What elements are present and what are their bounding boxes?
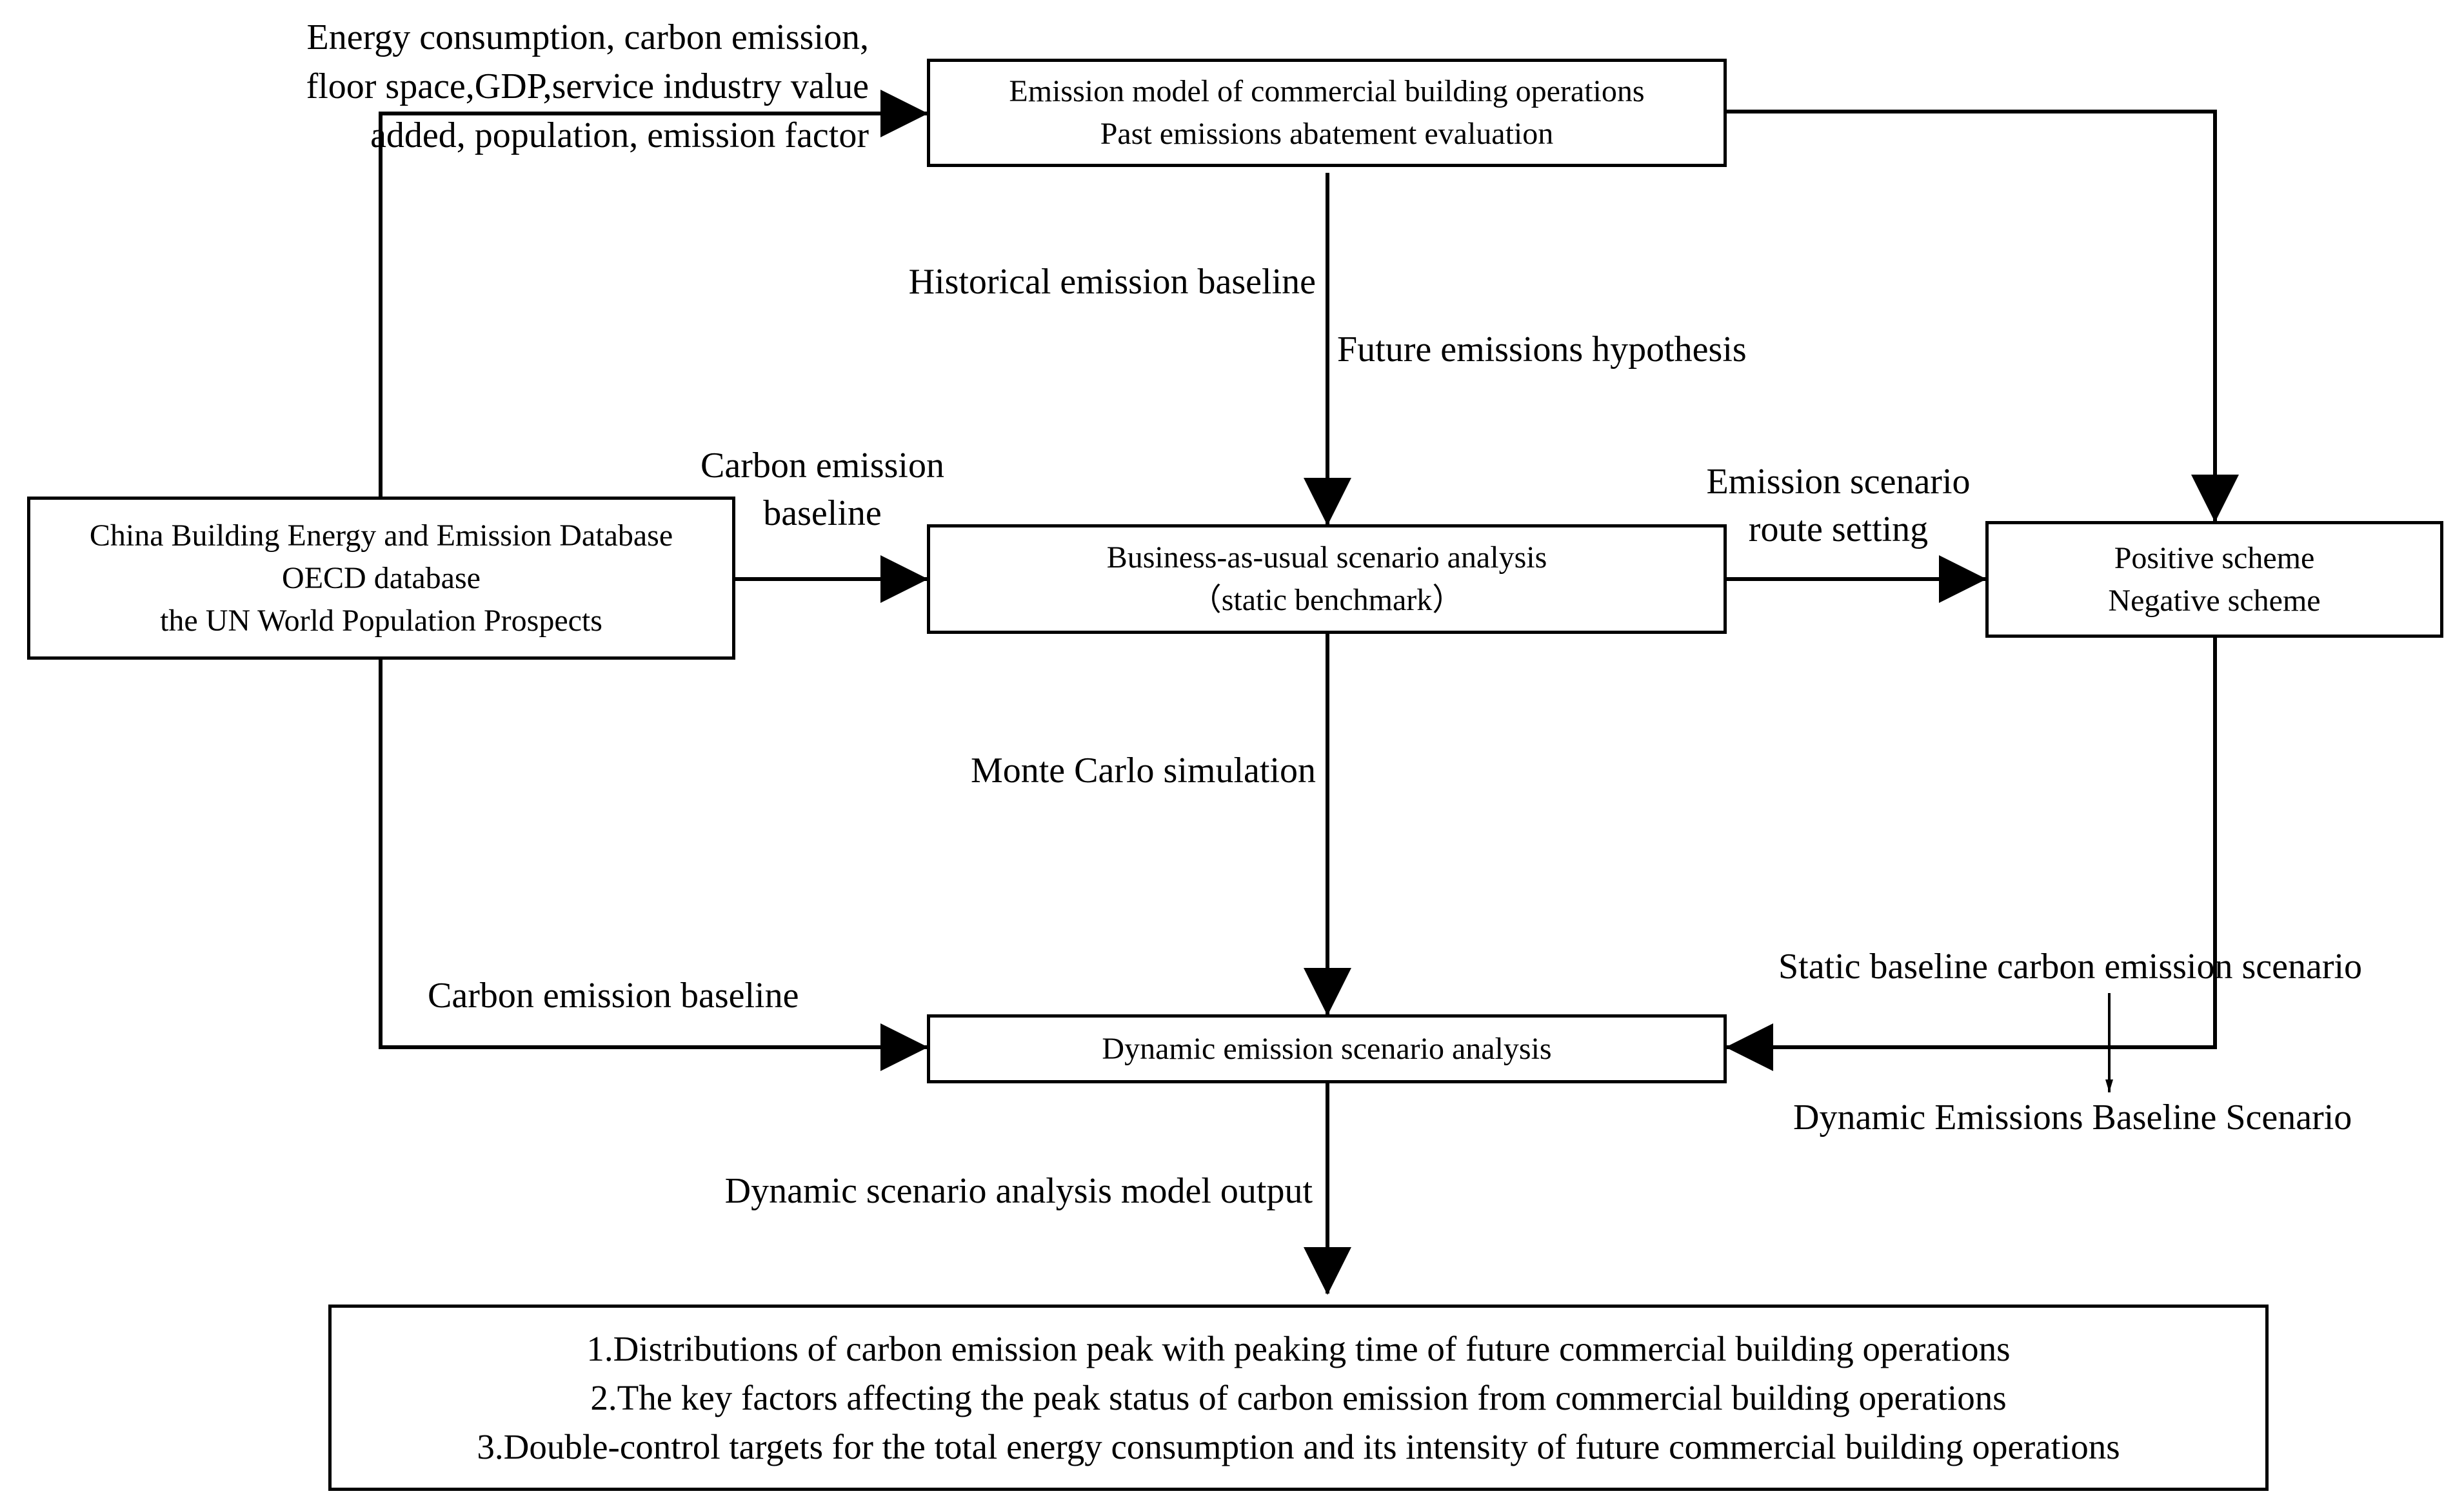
dynamic-box-label: Dynamic emission scenario analysis [1102,1031,1552,1066]
output-results-box: 1.Distributions of carbon emission peak … [328,1305,2269,1491]
dynamic-scenario-box: Dynamic emission scenario analysis [927,1014,1727,1083]
bau-line-2: （static benchmark） [1190,583,1464,617]
output-line-2: 2.The key factors affecting the peak sta… [590,1377,2007,1417]
positive-scheme-label: Positive scheme [2114,540,2315,575]
schemes-box: Positive scheme Negative scheme [1985,521,2443,638]
bau-scenario-box: Business-as-usual scenario analysis （sta… [927,524,1727,634]
bau-line-1: Business-as-usual scenario analysis [1106,540,1547,575]
arrow-schemes-to-dynamic [1725,638,2217,1071]
model-output-label: Dynamic scenario analysis model output [724,1171,1313,1211]
arrow-database-to-emission-model [379,90,928,497]
output-line-3: 3.Double-control targets for the total e… [477,1426,2120,1466]
input-data-label: Energy consumption, carbon emission, flo… [306,13,869,160]
negative-scheme-label: Negative scheme [2108,583,2321,618]
database-box: China Building Energy and Emission Datab… [27,497,735,660]
database-line-1: China Building Energy and Emission Datab… [89,518,673,553]
future-hypothesis-label: Future emissions hypothesis [1337,330,1747,369]
arrow-emission-model-to-schemes [1727,110,2239,522]
arrow-database-to-dynamic [379,660,928,1071]
input-data-line-1: Energy consumption, carbon emission, [306,17,869,57]
carbon-baseline-lower-label: Carbon emission baseline [428,976,799,1016]
route-setting-line-2: route setting [1748,509,1929,549]
emission-model-line-2: Past emissions abatement evaluation [1100,117,1554,151]
input-data-line-2: floor space,GDP,service industry value [306,66,869,106]
database-line-3: the UN World Population Prospects [160,603,602,638]
monte-carlo-label: Monte Carlo simulation [970,751,1316,791]
static-baseline-label: Static baseline carbon emission scenario [1778,947,2363,987]
carbon-baseline-middle-label: Carbon emission baseline [684,442,961,537]
route-setting-label: Emission scenario route setting [1690,458,1987,553]
route-setting-line-1: Emission scenario [1706,462,1971,502]
database-line-2: OECD database [282,560,481,595]
dynamic-baseline-label: Dynamic Emissions Baseline Scenario [1793,1098,2352,1138]
emission-model-box: Emission model of commercial building op… [927,59,1727,167]
output-line-1: 1.Distributions of carbon emission peak … [586,1328,2011,1368]
emission-model-line-1: Emission model of commercial building op… [1009,74,1645,108]
carbon-baseline-middle-line-2: baseline [763,493,882,533]
carbon-baseline-middle-line-1: Carbon emission [700,446,944,486]
input-data-line-3: added, population, emission factor [370,115,869,155]
historical-baseline-label: Historical emission baseline [908,262,1316,302]
